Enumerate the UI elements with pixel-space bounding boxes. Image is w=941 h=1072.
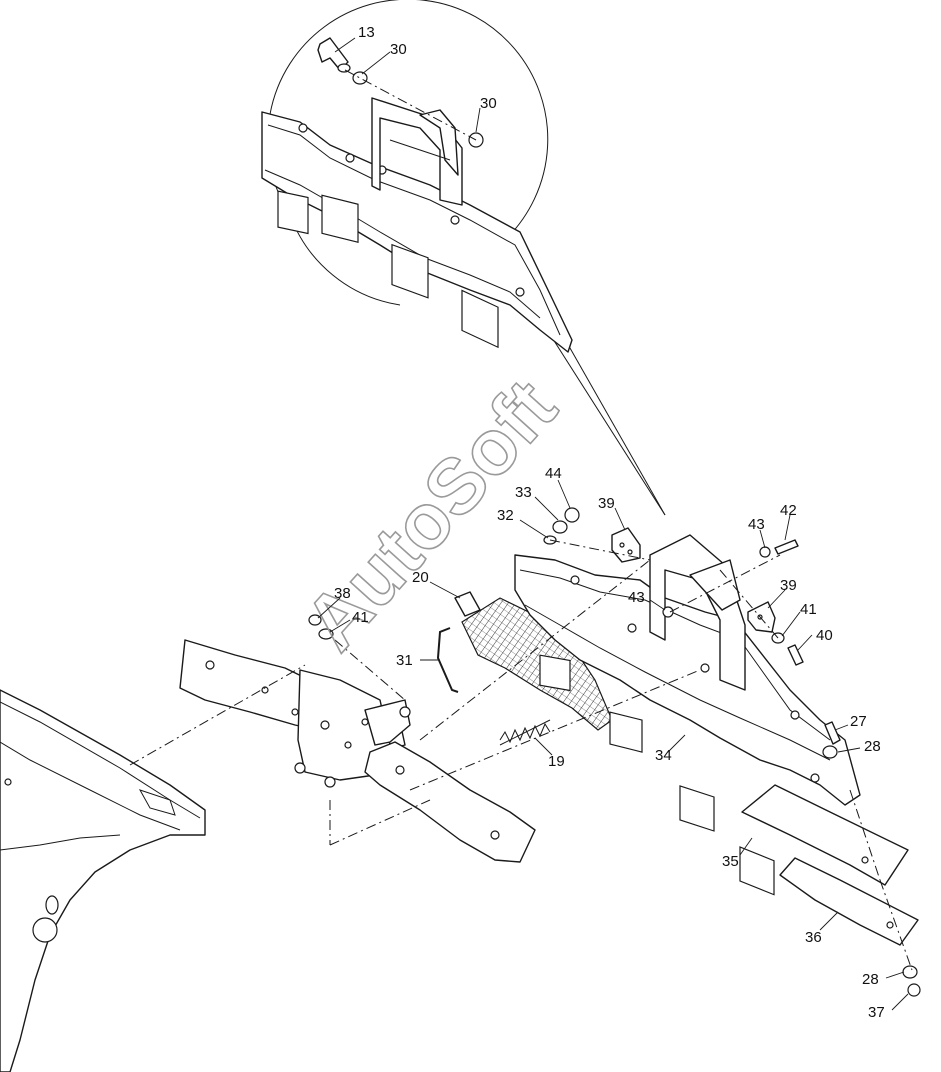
cab-body xyxy=(0,689,206,1072)
bushing-44 xyxy=(564,507,580,523)
callout-31: 31 xyxy=(396,652,413,669)
detail-pin xyxy=(317,37,351,73)
callout-20: 20 xyxy=(412,569,429,586)
nut-43-lower xyxy=(662,606,674,618)
detail-view xyxy=(261,0,666,516)
detail-axis-line xyxy=(344,69,477,141)
callout-36: 36 xyxy=(805,929,822,946)
callout-38: 38 xyxy=(334,585,351,602)
bolt-42 xyxy=(774,539,799,555)
callout-19: 19 xyxy=(548,753,565,770)
nut-33 xyxy=(552,520,568,534)
plate-35 xyxy=(741,784,909,886)
callout-41-left: 41 xyxy=(352,609,369,626)
callout-28-lower: 28 xyxy=(862,971,879,988)
hinge-lower xyxy=(747,601,776,633)
callout-40: 40 xyxy=(816,627,833,644)
callout-labels: 13 30 30 44 33 32 39 43 42 20 38 41 43 3… xyxy=(334,24,885,1021)
callout-34: 34 xyxy=(655,747,672,764)
bolt-27 xyxy=(824,721,841,745)
nut-37 xyxy=(907,983,921,997)
bolt-40 xyxy=(787,644,804,666)
callout-43-lower: 43 xyxy=(628,589,645,606)
step-bar-lower xyxy=(364,741,536,863)
washer-28-upper xyxy=(822,745,838,759)
frame-bracket xyxy=(649,534,746,691)
callout-13: 13 xyxy=(358,24,375,41)
detail-bracket xyxy=(371,97,463,206)
callout-leaders xyxy=(317,37,909,1011)
nut-43-upper xyxy=(759,546,771,558)
callout-32: 32 xyxy=(497,507,514,524)
callout-37: 37 xyxy=(868,1004,885,1021)
callout-43-upper: 43 xyxy=(748,516,765,533)
callout-35: 35 xyxy=(722,853,739,870)
callout-39-upper: 39 xyxy=(598,495,615,512)
mounting-plate xyxy=(294,669,411,788)
detail-frame-rail xyxy=(261,111,573,353)
callout-28-upper: 28 xyxy=(864,738,881,755)
washer-28-lower xyxy=(902,965,918,979)
callout-30-upper: 30 xyxy=(390,41,407,58)
callout-39-lower: 39 xyxy=(780,577,797,594)
callout-27: 27 xyxy=(850,713,867,730)
callout-30-right: 30 xyxy=(480,95,497,112)
callout-44: 44 xyxy=(545,465,562,482)
callout-41-right: 41 xyxy=(800,601,817,618)
assembly-lines xyxy=(129,539,913,971)
plate-36 xyxy=(779,857,919,946)
hinge-upper xyxy=(611,527,641,563)
spring xyxy=(499,719,551,746)
callout-33: 33 xyxy=(515,484,532,501)
callout-42: 42 xyxy=(780,502,797,519)
detail-washer-upper xyxy=(352,71,368,85)
rod xyxy=(436,627,459,693)
washer-41-left xyxy=(318,628,334,640)
